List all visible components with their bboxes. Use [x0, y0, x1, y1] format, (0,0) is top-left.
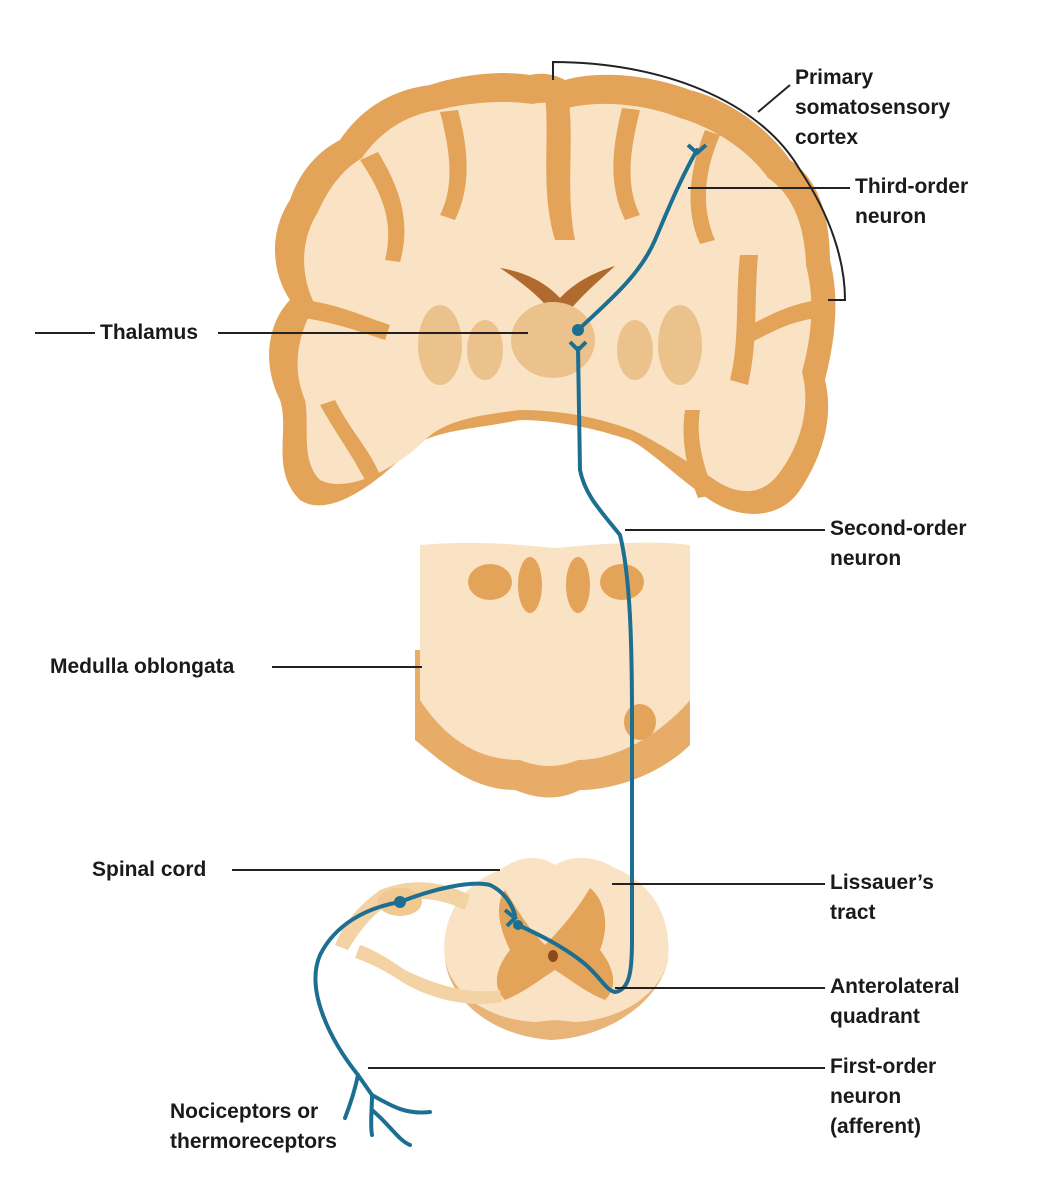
- deep-nuclei: [418, 302, 702, 385]
- label-thalamus: Thalamus: [100, 321, 199, 344]
- label-receptors: Nociceptors or thermoreceptors: [170, 1100, 337, 1153]
- label-primary-cortex: Primary somatosensory cortex: [795, 66, 951, 149]
- brain-section: [269, 73, 836, 514]
- neuron-cell-bodies: [394, 324, 584, 930]
- neuron-pathway: [313, 148, 699, 1147]
- leader-primary-cortex: [757, 84, 791, 113]
- label-first-order-neuron: First-order neuron (afferent): [830, 1055, 937, 1138]
- synapse-thalamus: [568, 340, 588, 353]
- medulla-pyramids: [468, 557, 656, 740]
- dorsal-root: [335, 882, 470, 950]
- spinal-cord-section: [335, 857, 669, 1040]
- third-order-neuron-path: [576, 148, 699, 332]
- thalamus-nucleus: [511, 302, 595, 378]
- label-medulla-oblongata: Medulla oblongata: [50, 655, 235, 678]
- medulla-section: [415, 542, 690, 798]
- third-order-cell-body: [572, 324, 584, 336]
- label-second-order-neuron: Second-order neuron: [830, 517, 967, 570]
- second-order-cell-body: [513, 920, 523, 930]
- label-lissauers-tract: Lissauer’s tract: [830, 871, 934, 924]
- leader-lines: [35, 84, 850, 1069]
- second-order-neuron-path: [516, 346, 634, 995]
- synapse-markers: [503, 143, 708, 928]
- first-order-cell-body: [394, 896, 406, 908]
- label-anterolateral-quadrant: Anterolateral quadrant: [830, 975, 960, 1028]
- receptor-endings: [343, 1073, 432, 1147]
- label-third-order-neuron: Third-order neuron: [855, 175, 969, 228]
- first-order-neuron-path: [313, 881, 517, 1077]
- label-spinal-cord: Spinal cord: [92, 858, 207, 881]
- cortex-bracket: [552, 60, 847, 301]
- central-canal: [548, 950, 558, 962]
- synapse-dorsal-horn: [503, 908, 518, 928]
- synapse-cortex: [686, 143, 708, 156]
- ventral-root: [355, 945, 502, 1004]
- lateral-ventricles: [500, 266, 615, 310]
- brain-sulci: [303, 95, 820, 498]
